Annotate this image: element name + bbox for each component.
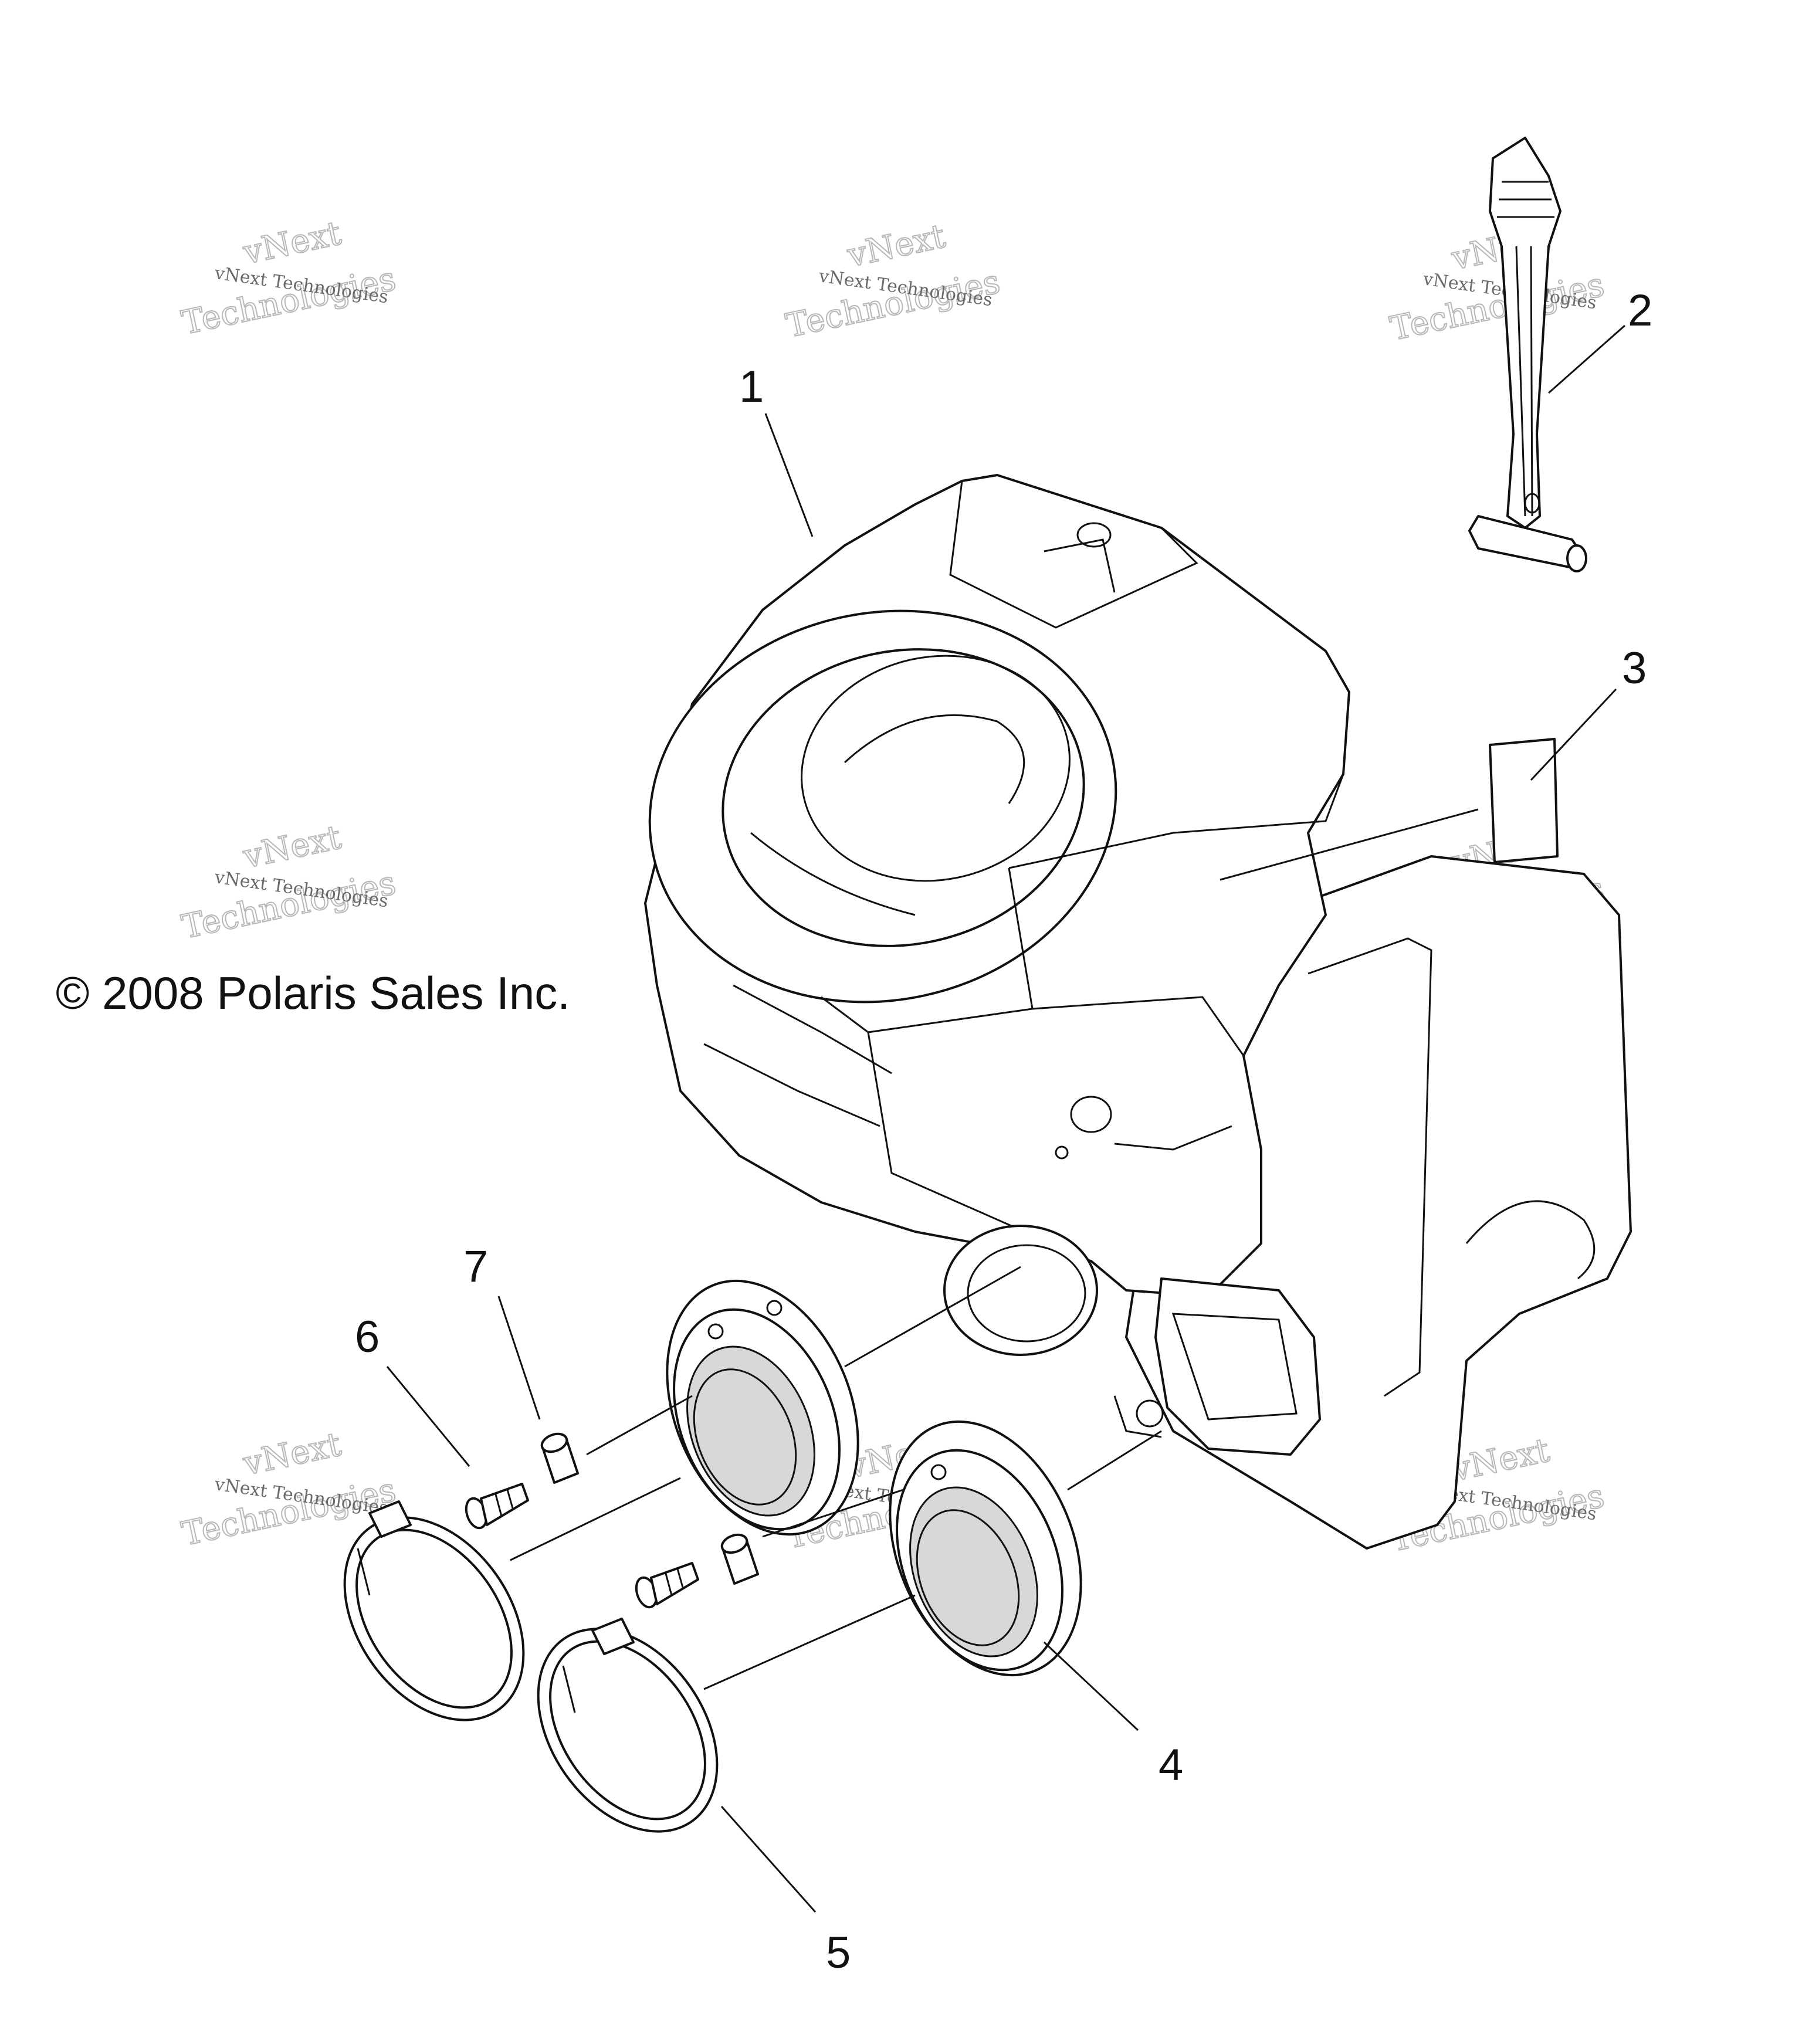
callout-1: 1 <box>739 362 764 412</box>
part-3-label <box>1489 738 1559 863</box>
part-5-hose-clamps <box>343 1500 719 1833</box>
callout-2: 2 <box>1628 286 1652 335</box>
boot-upper <box>666 1279 859 1536</box>
screw-upper <box>465 1483 529 1530</box>
callout-7: 7 <box>463 1242 488 1292</box>
part-7-spacers <box>540 1432 759 1585</box>
callout-6: 6 <box>355 1312 380 1362</box>
watermark-top-right: Technologies vNext vNext Technologies <box>1386 219 1608 349</box>
assembly-lines <box>510 808 1479 1690</box>
callout-5: 5 <box>826 1928 851 1978</box>
part-2-strap <box>1468 137 1587 572</box>
watermark-big-text: vNext <box>239 214 344 272</box>
clamp-lower <box>537 1618 719 1833</box>
watermark-top-left: Technologies vNext vNext Technologies <box>178 213 399 343</box>
part-1-airbox-housing <box>644 474 1632 1550</box>
watermark-big-text: vNext <box>239 818 344 876</box>
spacer-upper <box>540 1432 579 1484</box>
watermark-big-text: vNext <box>844 217 949 275</box>
boot-lower <box>889 1420 1082 1677</box>
part-6-screws <box>465 1483 699 1609</box>
watermark-top-center: Technologies vNext vNext Technologies <box>782 216 1004 346</box>
screw-lower <box>635 1562 699 1609</box>
callout-4: 4 <box>1159 1740 1183 1790</box>
callouts: 1 2 3 4 5 6 7 <box>355 286 1652 1978</box>
copyright-text: © 2008 Polaris Sales Inc. <box>56 967 570 1019</box>
watermark-mid-left: Technologies vNext vNext Technologies <box>178 818 399 947</box>
spacer-lower <box>720 1533 759 1585</box>
clamp-upper <box>343 1500 525 1721</box>
watermark-big-text: vNext <box>239 1425 344 1483</box>
part-4-intake-boots <box>666 1279 1082 1677</box>
watermark-big-text: vNext <box>1448 1431 1553 1489</box>
callout-3: 3 <box>1622 643 1647 693</box>
